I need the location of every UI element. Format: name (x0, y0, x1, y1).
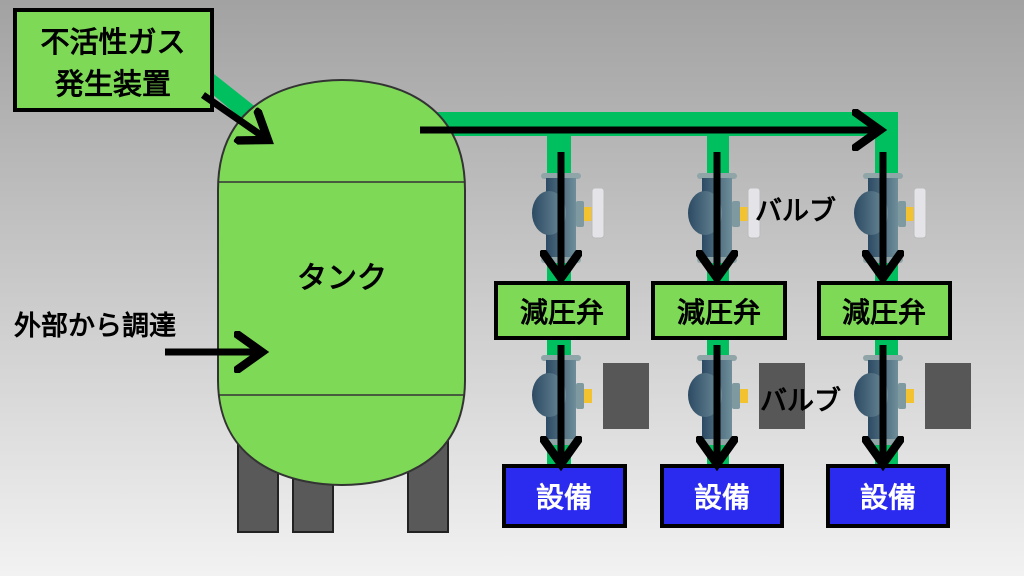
upper-valve (532, 173, 605, 263)
valve-label-upper: バルブ (755, 195, 836, 227)
valve-actuator (925, 363, 971, 429)
upper-valve (688, 173, 761, 263)
lower-valve (532, 355, 649, 445)
pressure-regulator: 減圧弁 (817, 281, 952, 340)
valve-handle (591, 187, 605, 239)
valve-actuator (603, 363, 649, 429)
equipment-box: 設備 (502, 464, 627, 528)
valves (532, 173, 971, 445)
external-procurement-label: 外部から調達 (14, 310, 176, 342)
gas-generator-line2: 発生装置 (54, 67, 171, 101)
equipment-label: 設備 (694, 481, 750, 514)
valve-handle (747, 187, 761, 239)
gas-generator-box: 不活性ガス 発生装置 (13, 8, 214, 112)
pressure-regulator: 減圧弁 (494, 281, 630, 340)
regulator-label: 減圧弁 (520, 296, 604, 329)
regulator-label: 減圧弁 (842, 296, 926, 329)
gas-generator-line1: 不活性ガス (40, 25, 185, 59)
lower-valve (854, 355, 971, 445)
upper-valve (854, 173, 927, 263)
arrow-gas-to-tank (201, 92, 268, 140)
regulator-label: 減圧弁 (677, 296, 761, 329)
equipment: 設備 設備 設備 (502, 464, 950, 528)
valve-actuator (759, 363, 805, 429)
equipment-label: 設備 (860, 481, 916, 514)
tank: タンク (217, 78, 466, 487)
valve-label-lower: バルブ (760, 385, 841, 417)
valve-handle (913, 187, 927, 239)
flow-arrows (165, 92, 883, 464)
pressure-regulator: 減圧弁 (651, 281, 787, 340)
equipment-label: 設備 (536, 481, 592, 514)
equipment-box: 設備 (826, 464, 950, 528)
equipment-box: 設備 (660, 464, 784, 528)
tank-label: タンク (297, 261, 387, 296)
regulators: 減圧弁 減圧弁 減圧弁 (494, 281, 952, 340)
